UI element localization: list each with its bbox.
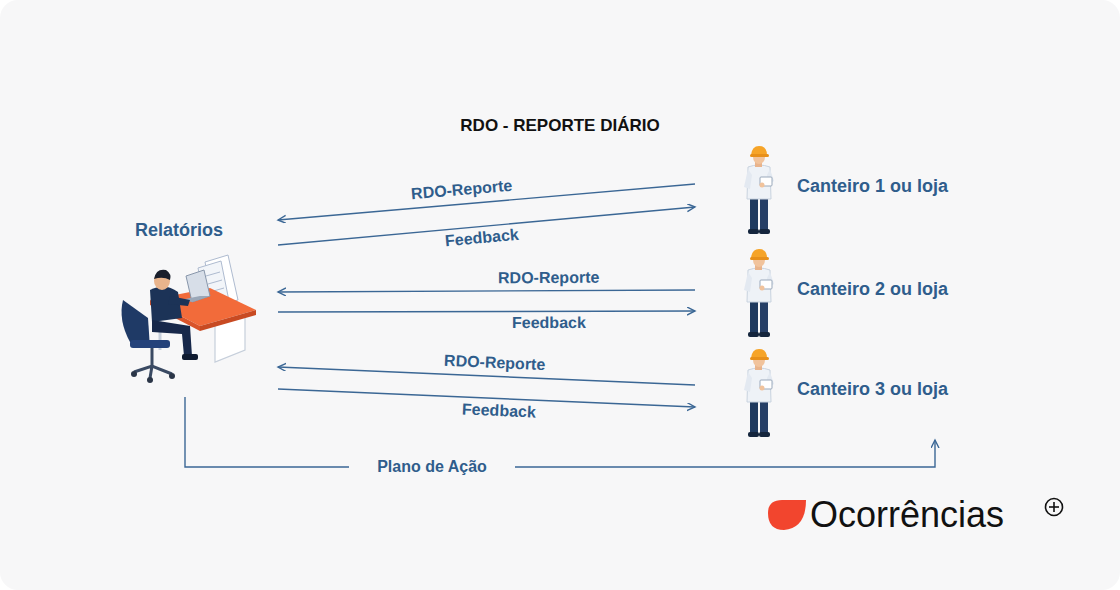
node-label: Canteiro 1 ou loja bbox=[797, 176, 948, 197]
brand-name: Ocorrências bbox=[810, 494, 1004, 536]
flow-label: Feedback bbox=[459, 400, 540, 421]
node-label: Canteiro 3 ou loja bbox=[797, 379, 948, 400]
node-label: Relatórios bbox=[135, 220, 223, 241]
site-node: Canteiro 3 ou loja bbox=[695, 348, 985, 438]
flow-label: RDO-Reporte bbox=[441, 352, 549, 375]
office-illustration bbox=[122, 255, 256, 383]
node-label: Canteiro 2 ou loja bbox=[797, 279, 948, 300]
flow-arrow bbox=[278, 290, 695, 292]
flow-label: RDO-Reporte bbox=[495, 268, 602, 287]
flow-label: Plano de Ação bbox=[349, 458, 515, 476]
site-node: Canteiro 2 ou loja bbox=[695, 248, 985, 338]
diagram-title: RDO - REPORTE DIÁRIO bbox=[460, 116, 659, 136]
flow-arrow bbox=[185, 397, 935, 467]
flow-label: Feedback bbox=[509, 314, 589, 332]
report-station: Relatórios bbox=[110, 215, 278, 395]
flow-arrow bbox=[278, 311, 695, 312]
flow-label: RDO-Reporte bbox=[407, 177, 515, 204]
site-node: Canteiro 1 ou loja bbox=[695, 145, 985, 235]
